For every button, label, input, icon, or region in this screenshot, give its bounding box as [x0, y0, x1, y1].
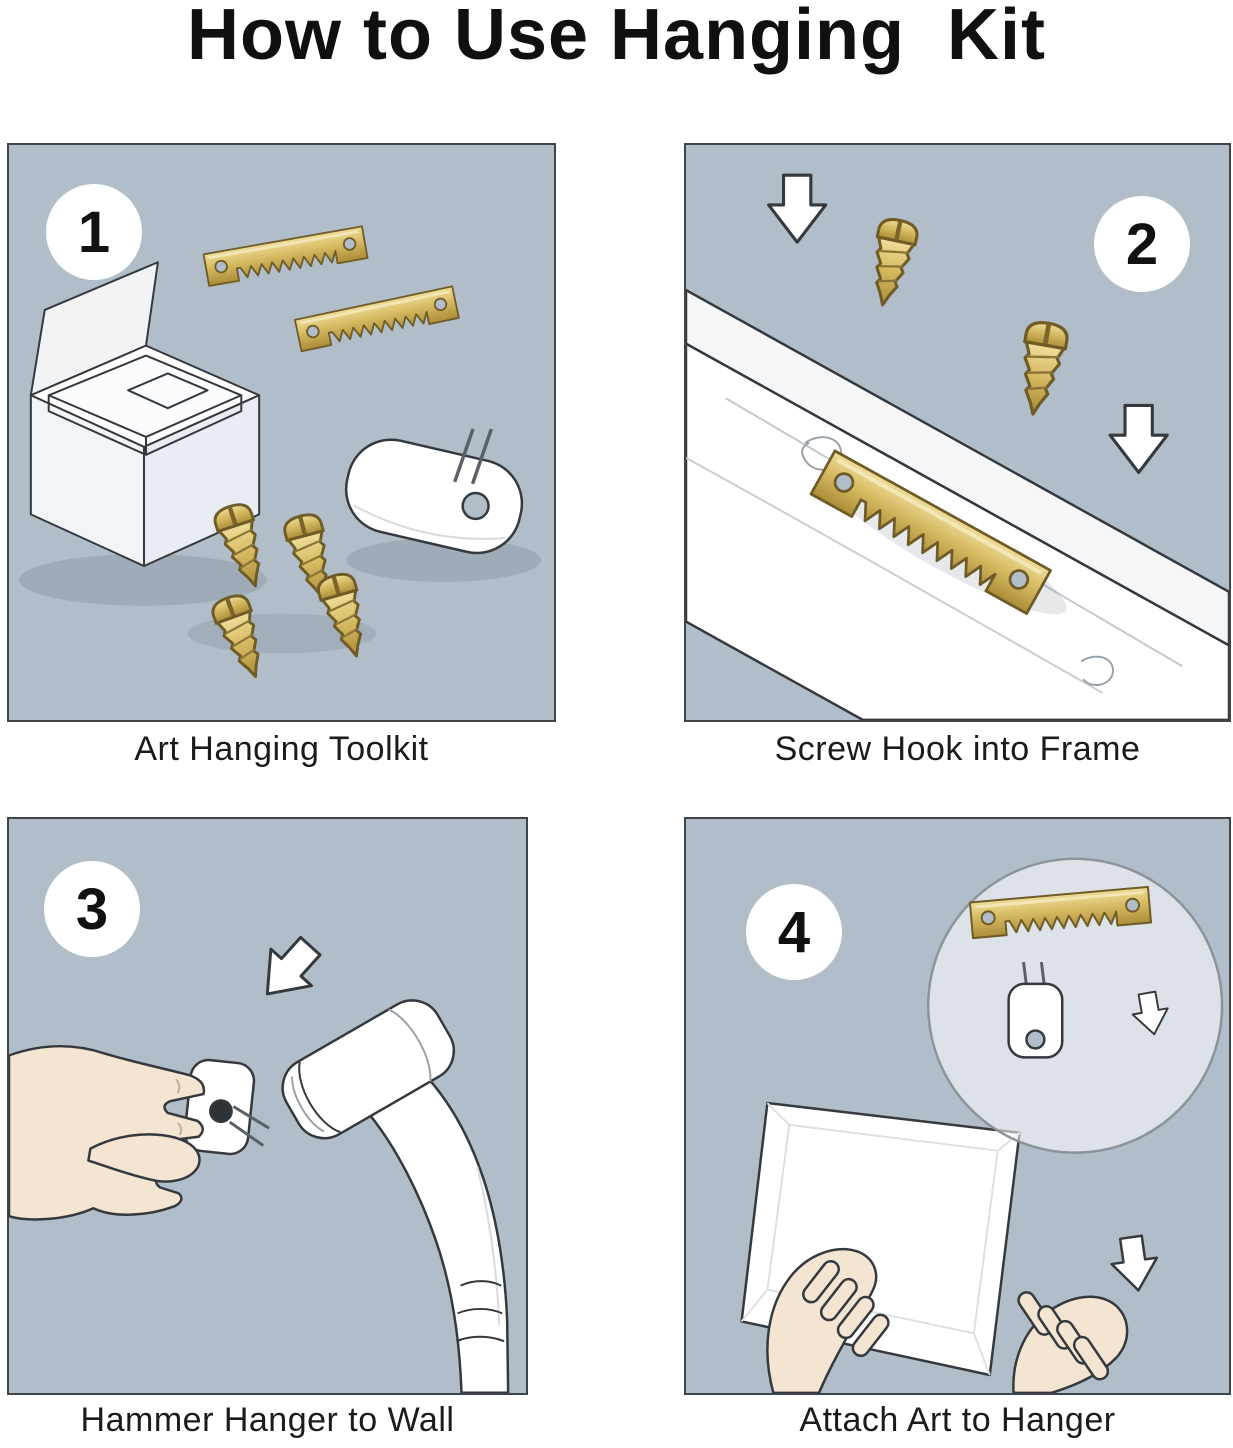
- down-arrow-icon: [1108, 403, 1169, 475]
- step-caption: Screw Hook into Frame: [774, 730, 1141, 768]
- step-number: 1: [77, 199, 111, 265]
- down-arrow-icon: [1107, 1232, 1163, 1295]
- panel4-illustration: [740, 857, 1224, 1393]
- panel2-illustration: [686, 173, 1229, 720]
- wall-hook-icon: [344, 428, 524, 555]
- hammer-icon: [281, 999, 510, 1393]
- panel-step-4: 4: [684, 817, 1231, 1395]
- hand-icon: [1012, 1291, 1129, 1393]
- panel-step-3: 3: [7, 817, 528, 1395]
- step-caption: Art Hanging Toolkit: [134, 730, 429, 768]
- frame-board: [686, 288, 1229, 720]
- page-title: How to Use Hanging Kit: [187, 0, 1046, 75]
- step-caption: Attach Art to Hanger: [799, 1401, 1116, 1439]
- step-number-badge: 3: [44, 861, 140, 957]
- screw-icon: [864, 216, 920, 309]
- hand-icon: [9, 1044, 206, 1221]
- down-arrow-icon: [767, 173, 828, 244]
- panel-step-1: 1: [7, 143, 556, 722]
- step-number: 2: [1125, 211, 1159, 277]
- step-caption: Hammer Hanger to Wall: [80, 1401, 455, 1439]
- wall-hook-icon: [1007, 961, 1064, 1059]
- down-left-arrow-icon: [245, 926, 333, 1014]
- hand-icon: [766, 1247, 890, 1393]
- wall-hook-icon: [183, 1058, 270, 1156]
- step-number: 3: [75, 876, 109, 942]
- panel1-illustration: [18, 225, 542, 720]
- step-number-badge: 4: [746, 884, 842, 980]
- sawtooth-hanger-icon: [293, 285, 461, 353]
- step-number: 4: [777, 899, 811, 965]
- screw-icon: [1013, 320, 1070, 418]
- sawtooth-hanger-icon: [202, 225, 369, 288]
- panel3-illustration: [9, 926, 510, 1393]
- step-number-badge: 2: [1094, 196, 1190, 292]
- panel-step-2: 2: [684, 143, 1231, 722]
- step-number-badge: 1: [46, 184, 142, 280]
